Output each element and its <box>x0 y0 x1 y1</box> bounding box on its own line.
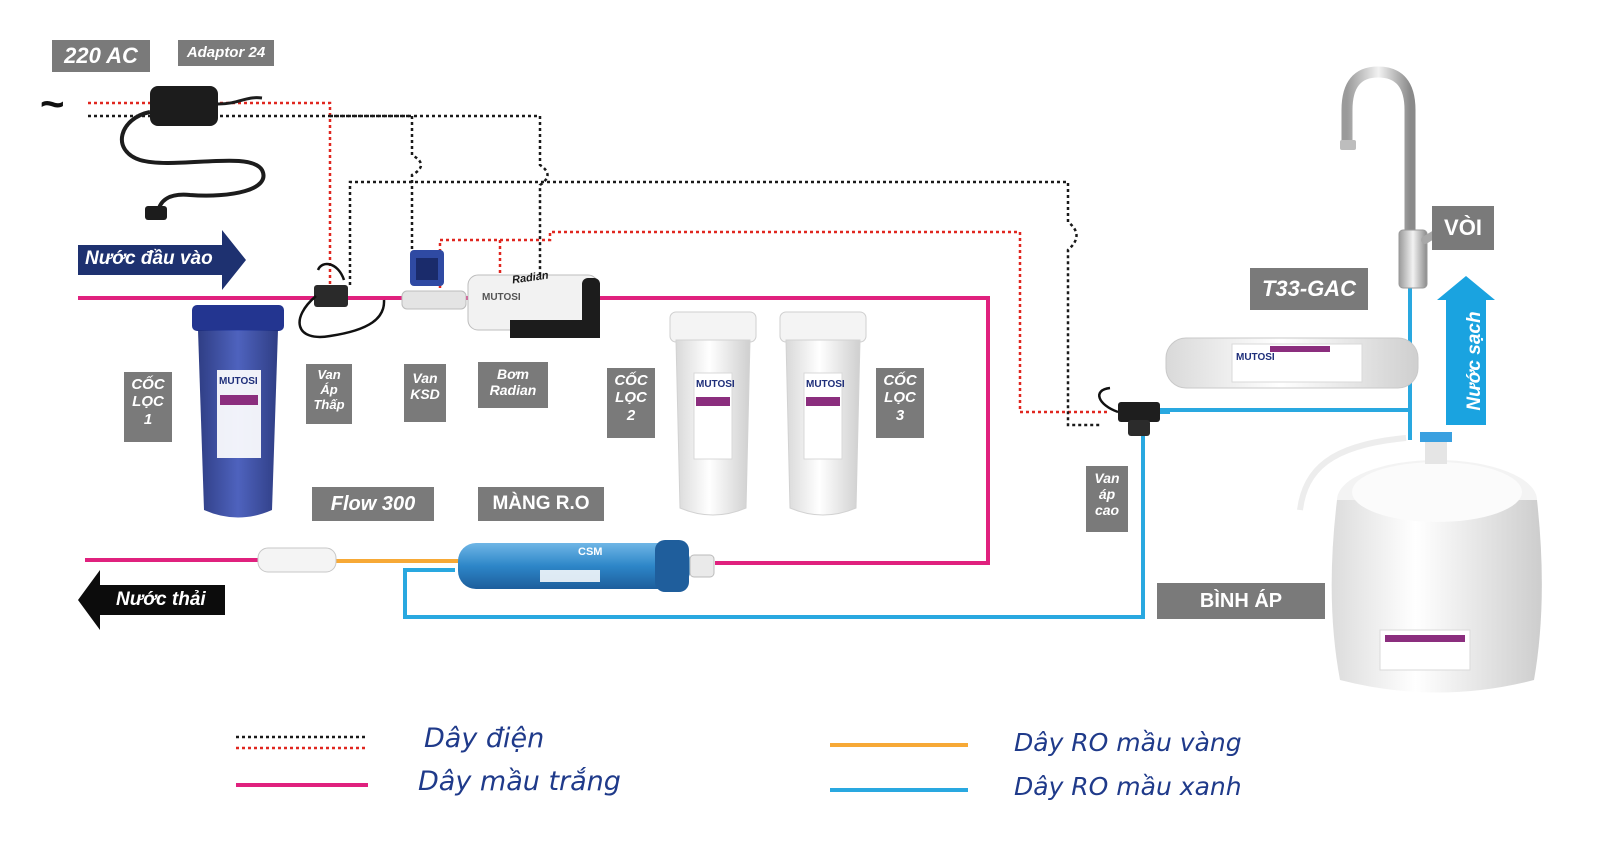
low-pressure-valve <box>298 262 386 339</box>
filter-cup-1 <box>192 305 284 518</box>
brand-cup-1: MUTOSI <box>219 376 258 387</box>
faucet <box>1340 66 1454 289</box>
legend-ro-blue: Dây RO mầu xanh <box>1014 772 1242 801</box>
legend-ro-yellow: Dây RO mầu vàng <box>1014 728 1242 757</box>
label-water-out: Nước thải <box>116 589 206 610</box>
label-tank: BÌNH ÁP <box>1157 583 1325 619</box>
label-clean-water: Nước sạch <box>1464 311 1485 411</box>
label-water-in: Nước đầu vào <box>85 248 213 269</box>
water-out-arrow <box>78 570 225 630</box>
filter-cup-3 <box>779 311 867 516</box>
legend-lines <box>236 735 968 792</box>
clean-water-arrow <box>1437 276 1495 425</box>
label-flow: Flow 300 <box>312 487 434 521</box>
pump <box>467 274 600 338</box>
adaptor <box>119 86 266 220</box>
filter-cup-2 <box>669 311 757 516</box>
label-220ac: 220 AC <box>52 40 150 72</box>
brand-t33: MUTOSI <box>1236 352 1275 363</box>
pressure-tank <box>1297 432 1542 693</box>
water-in-arrow <box>78 230 246 290</box>
ksd-valve <box>401 250 467 310</box>
legend-white-wire: Dây mầu trắng <box>418 766 621 797</box>
electric-wire-black <box>88 114 1100 427</box>
legend-electric: Dây điện <box>424 723 545 754</box>
label-adaptor: Adaptor 24 <box>178 40 274 66</box>
brand-cup-2: MUTOSI <box>696 379 735 390</box>
brand-membrane: CSM <box>578 546 603 558</box>
brand-cup-3: MUTOSI <box>806 379 845 390</box>
label-t33: T33-GAC <box>1250 268 1368 310</box>
brand-pump-body: MUTOSI <box>482 292 521 303</box>
tilde-symbol: ~ <box>40 80 65 127</box>
t33-filter <box>1165 337 1419 389</box>
ro-membrane <box>458 540 715 592</box>
label-membrane: MÀNG R.O <box>478 487 604 521</box>
flow-restrictor <box>257 547 337 573</box>
high-pressure-valve <box>1098 386 1160 436</box>
label-faucet: VÒI <box>1432 206 1494 250</box>
